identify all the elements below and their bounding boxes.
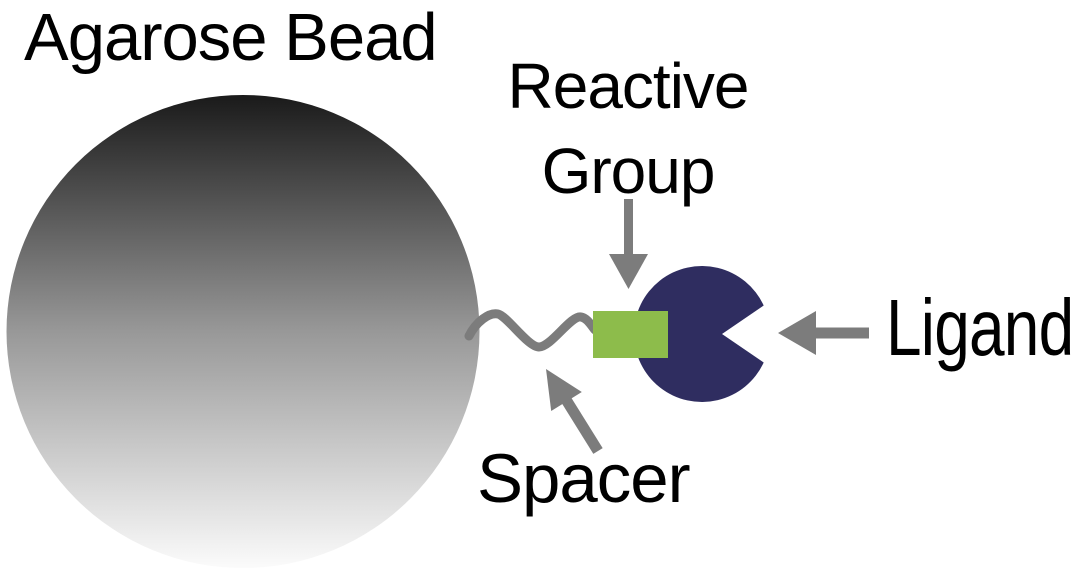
ligand-pacman-icon — [633, 266, 764, 403]
spacer-arrow-shaft — [560, 395, 603, 454]
spacer-wavy-line-icon — [464, 309, 600, 352]
ligand-arrow-icon — [778, 311, 869, 355]
reactive-group-arrow-icon — [609, 199, 648, 289]
agarose-bead-label: Agarose Bead — [24, 0, 438, 75]
reactive-group-arrow-head — [609, 254, 648, 289]
spacer-label: Spacer — [477, 440, 691, 517]
reactive-group-label-line2: Group — [541, 135, 716, 207]
ligand-arrow-shaft — [814, 327, 869, 339]
reactive-group-square-icon — [593, 311, 668, 358]
ligand-label: Ligand — [886, 283, 1074, 372]
reactive-group-arrow-shaft — [624, 199, 633, 257]
agarose-bead-sphere — [6, 95, 480, 568]
reactive-group-label-line1: Reactive — [507, 50, 750, 122]
reactive-group-label: Reactive Group — [507, 44, 750, 214]
spacer-arrow-head — [546, 369, 582, 411]
spacer-arrow-icon — [546, 369, 603, 454]
ligand-arrow-head — [778, 311, 816, 355]
